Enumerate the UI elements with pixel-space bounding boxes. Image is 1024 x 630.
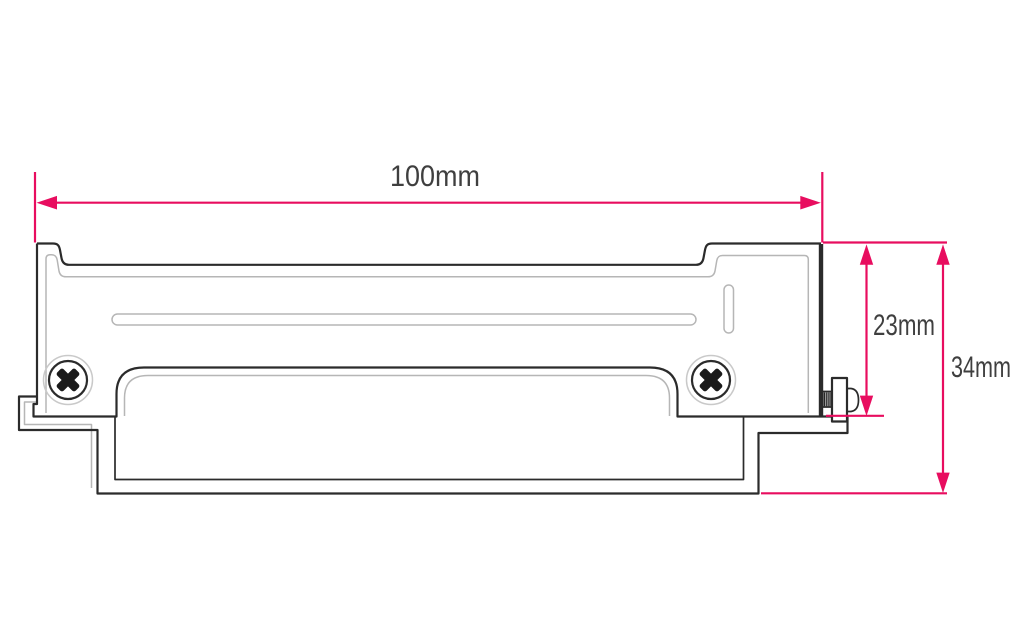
side-thumbscrew <box>821 376 860 423</box>
dimension-width-label: 100mm <box>390 160 480 193</box>
faceplate-inner-contour <box>45 254 810 413</box>
arrow-down-icon <box>936 472 950 493</box>
horizontal-adjustment-slot <box>111 313 697 326</box>
screw-washer-circle <box>685 354 737 406</box>
left-edge-and-recess <box>32 243 848 418</box>
arrow-right-icon <box>800 195 821 210</box>
phillips-cross <box>56 368 80 392</box>
thumbscrew-head <box>830 376 849 423</box>
dimension-total-height-label: 34mm <box>951 351 1011 384</box>
arrow-up-icon <box>859 244 874 265</box>
top-edge <box>37 242 821 266</box>
part-outline <box>17 242 849 495</box>
dimension-width: 100mm <box>33 160 824 243</box>
arrow-left-icon <box>36 195 57 210</box>
tab-inner-contour <box>23 401 93 488</box>
tray-inner-fold <box>114 417 745 481</box>
tab-and-tray-outline <box>17 395 849 495</box>
vertical-slot <box>723 284 735 334</box>
phillips-cross <box>699 368 723 392</box>
inner-contour-lines <box>23 254 810 488</box>
dimension-upper-height-label: 23mm <box>873 309 935 342</box>
thumbscrew-threads <box>823 392 831 407</box>
recess-inner-contour <box>123 374 671 416</box>
arrow-up-icon <box>936 244 950 265</box>
arrow-down-icon <box>859 395 874 416</box>
phillips-screw-left <box>42 354 94 406</box>
screw-washer-circle <box>42 354 94 406</box>
dimension-upper-height: 23mm <box>823 241 947 417</box>
dimension-total-height: 34mm <box>761 244 1011 495</box>
phillips-screw-right <box>685 354 737 406</box>
thumbscrew-knob <box>846 387 860 413</box>
